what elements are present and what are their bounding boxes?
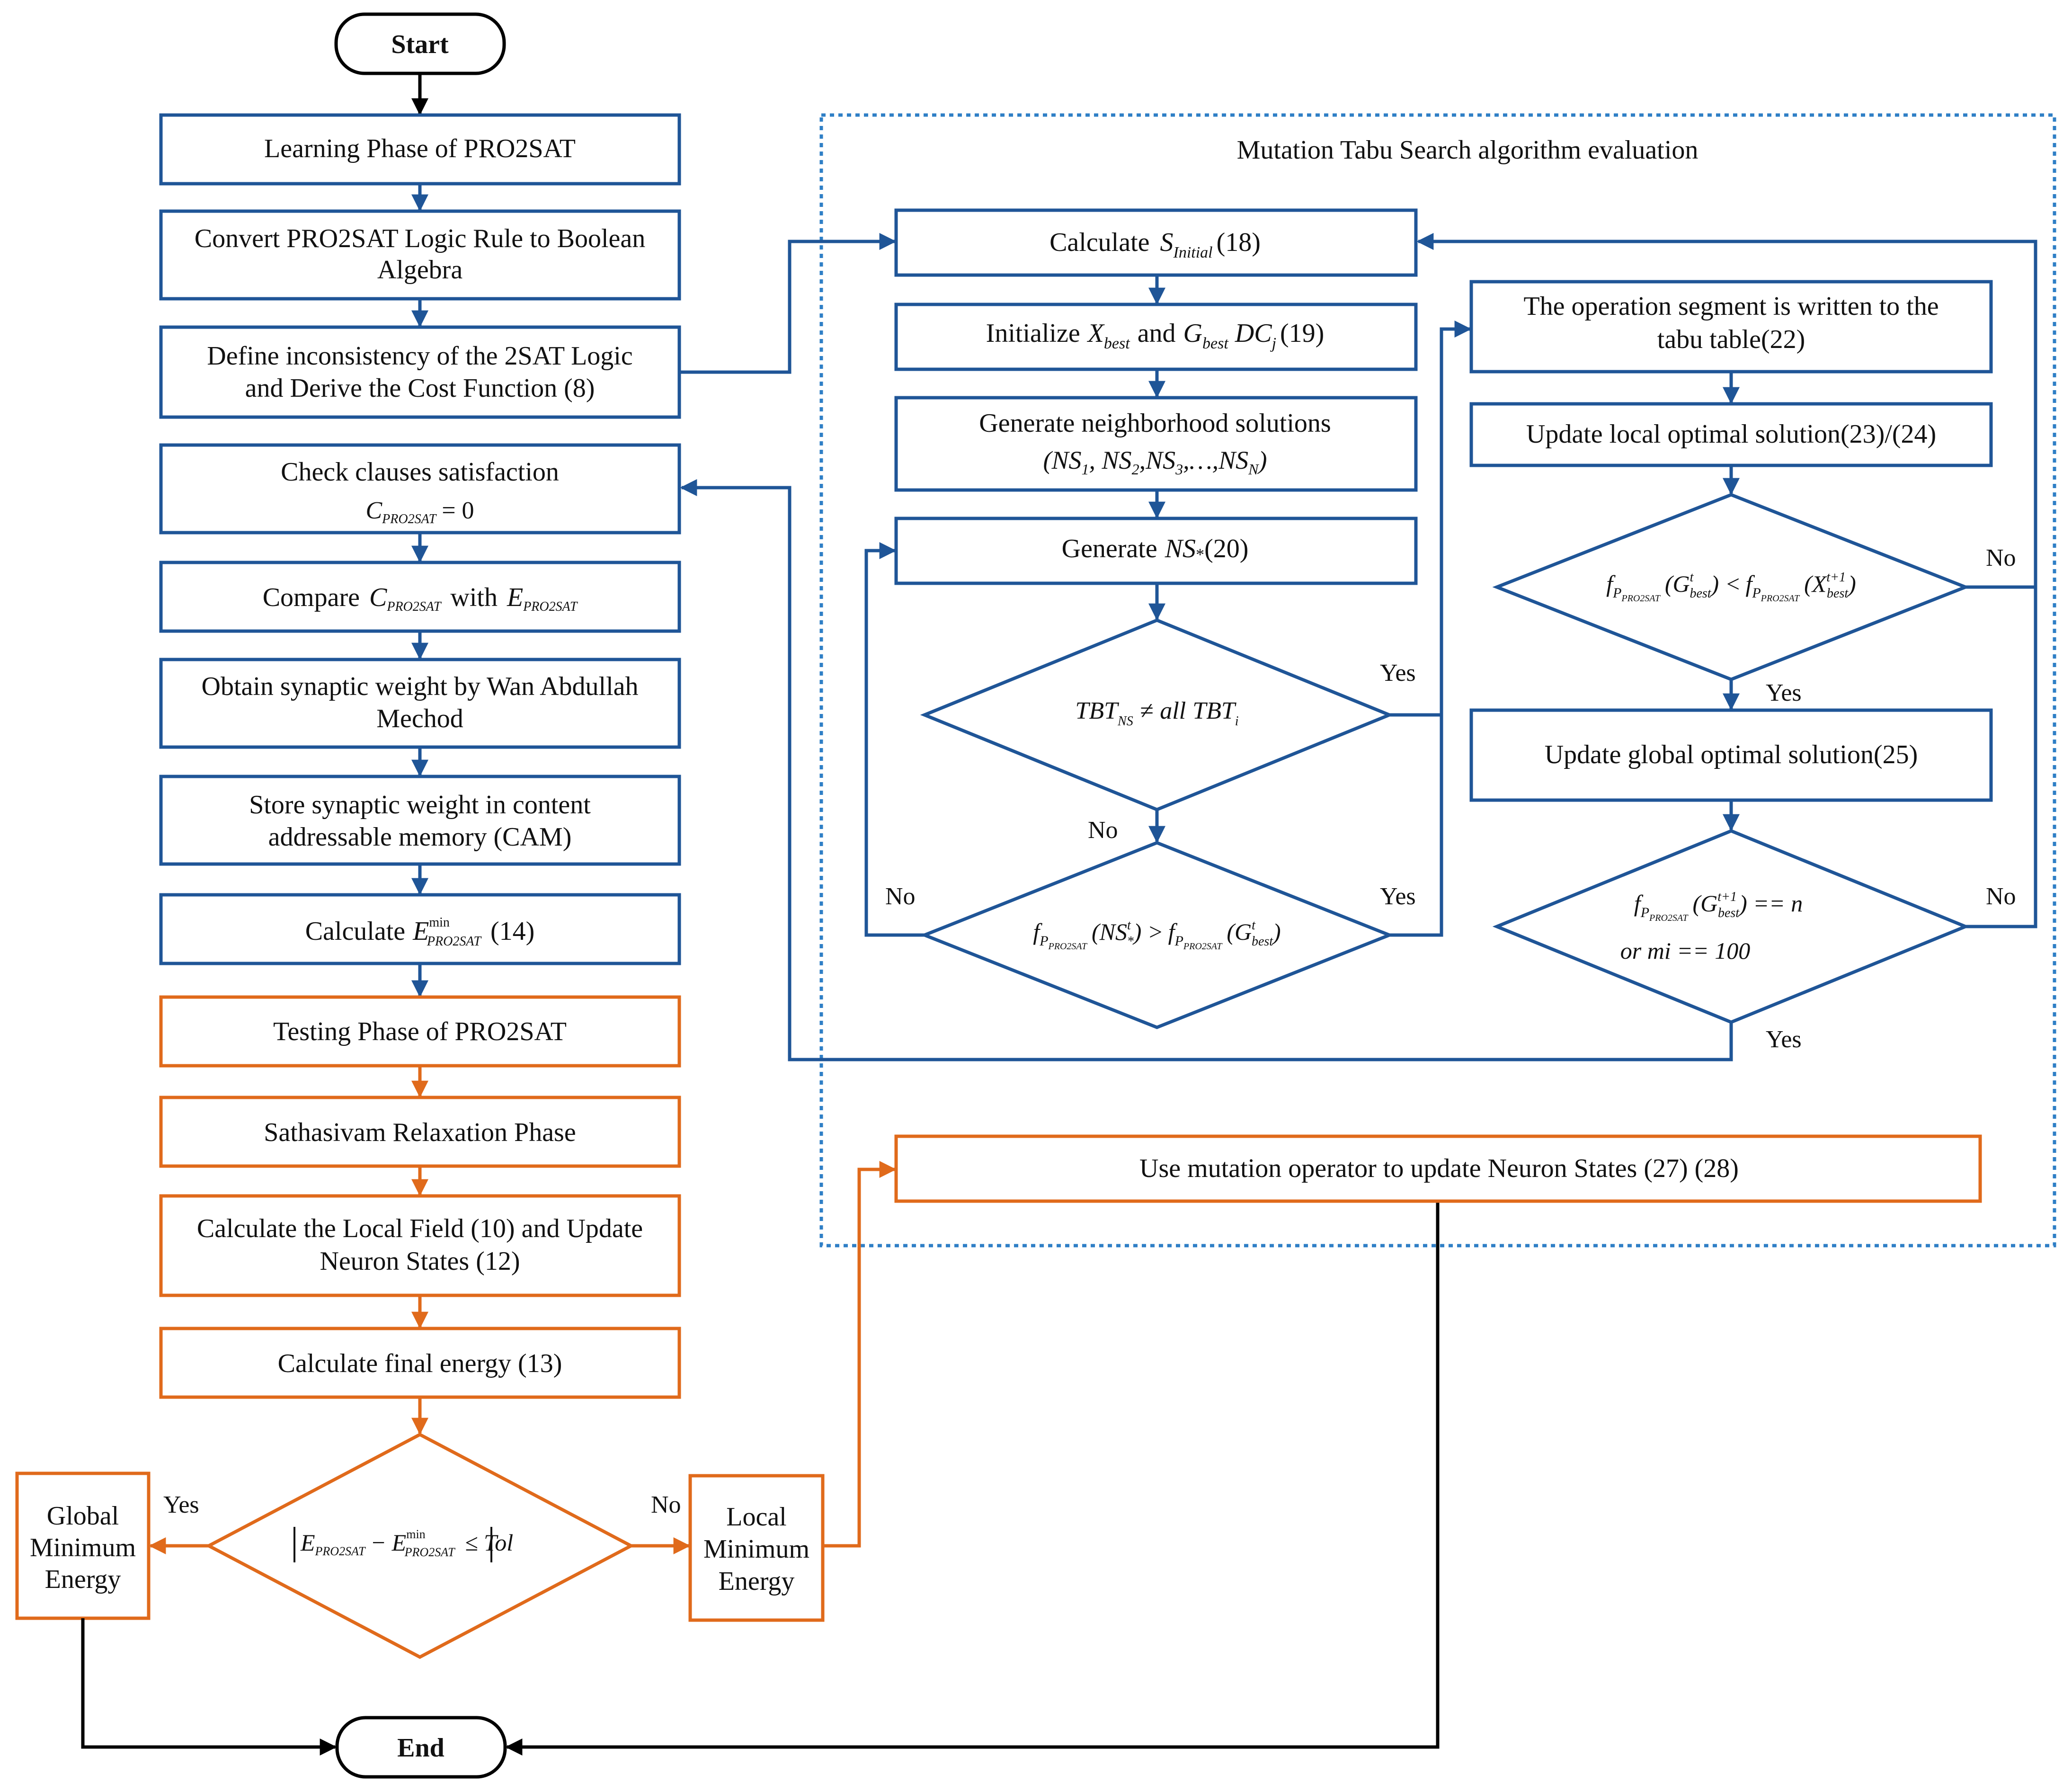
- local-minimum-label-3: Energy: [719, 1567, 795, 1596]
- no-label-local: No: [651, 1491, 681, 1518]
- update-global-box: [1469, 708, 1993, 802]
- operation-segment-box: [1469, 280, 1993, 374]
- calc-emin-box: [159, 893, 681, 965]
- cmp1-no-label: No: [885, 883, 916, 910]
- define-cost-label-2: and Derive the Cost Function (8): [245, 374, 595, 403]
- update-local-box: [1469, 402, 1993, 467]
- convert-logic-label-2: Algebra: [377, 255, 463, 285]
- testing-phase-label: Testing Phase of PRO2SAT: [273, 1017, 567, 1046]
- check-clauses-box: [159, 443, 681, 535]
- arrow-cmp1-yes-opseg: [1389, 321, 1472, 937]
- tbt-no-label: No: [1088, 817, 1118, 844]
- mutation-box: [894, 1134, 1982, 1203]
- mts-region-border: [819, 113, 2056, 1248]
- operation-segment-label-1: The operation segment is written to the: [1523, 292, 1939, 321]
- cmp2-yes-label: Yes: [1766, 679, 1802, 706]
- store-weight-box: [159, 775, 681, 866]
- global-minimum-label-1: Global: [47, 1501, 119, 1531]
- neighborhood-box: [894, 396, 1418, 492]
- check-clauses-label: Check clauses satisfaction: [281, 457, 559, 487]
- define-cost-label-1: Define inconsistency of the 2SAT Logic: [207, 341, 632, 371]
- mts-region-title: Mutation Tabu Search algorithm evaluatio…: [1237, 135, 1699, 165]
- arrow-local-mutation: [823, 1161, 897, 1548]
- cmp3-no-label: No: [1986, 883, 2016, 910]
- start-label: Start: [391, 30, 449, 59]
- arrow-cmp3-no-loop: [1416, 233, 2037, 928]
- global-minimum-box: [15, 1471, 151, 1620]
- final-energy-label: Calculate final energy (13): [278, 1349, 562, 1378]
- local-field-label-2: Neuron States (12): [320, 1247, 520, 1276]
- yes-label-global: Yes: [163, 1491, 199, 1518]
- local-minimum-label-1: Local: [726, 1502, 786, 1532]
- end-terminal: [335, 1716, 507, 1779]
- store-weight-label-1: Store synaptic weight in content: [249, 790, 591, 820]
- cmp2-no-label: No: [1986, 544, 2016, 571]
- energy-tolerance-decision: [205, 1433, 635, 1659]
- sathasivam-label: Sathasivam Relaxation Phase: [264, 1118, 576, 1147]
- neighborhood-label-2: (NS1, NS2,NS3,…,NSN): [1043, 446, 1267, 478]
- termination-decision: [1492, 829, 1970, 1024]
- calc-sinitial-box: [894, 208, 1418, 277]
- convert-logic-box: [159, 209, 681, 301]
- local-minimum-box: [688, 1474, 825, 1622]
- cmp3-yes-label: Yes: [1766, 1026, 1802, 1053]
- global-minimum-label-2: Minimum: [30, 1533, 136, 1562]
- update-local-label: Update local optimal solution(23)/(24): [1526, 419, 1936, 449]
- local-field-label-1: Calculate the Local Field (10) and Updat…: [197, 1214, 643, 1243]
- check-clauses-formula: CPRO2SAT= 0: [365, 497, 474, 526]
- end-label: End: [397, 1733, 445, 1763]
- convert-logic-label-1: Convert PRO2SAT Logic Rule to Boolean: [195, 224, 646, 253]
- learning-phase-label: Learning Phase of PRO2SAT: [264, 134, 576, 163]
- compare-box: [159, 561, 681, 633]
- operation-segment-label-2: tabu table(22): [1657, 325, 1805, 354]
- arrow-mutation-end: [505, 1198, 1440, 1756]
- local-minimum-label-2: Minimum: [703, 1534, 809, 1564]
- fitness-compare-decision: [920, 841, 1394, 1029]
- tbt-decision: [920, 618, 1394, 811]
- obtain-weight-label-1: Obtain synaptic weight by Wan Abdullah: [202, 672, 639, 701]
- tbt-yes-label: Yes: [1380, 660, 1416, 686]
- update-global-label: Update global optimal solution(25): [1545, 740, 1918, 769]
- arrow-cmp1-no-loop: [864, 542, 925, 937]
- learning-phase-box: [159, 113, 681, 186]
- global-minimum-label-3: Energy: [45, 1565, 121, 1594]
- testing-phase-box: [159, 995, 681, 1068]
- final-energy-box: [159, 1327, 681, 1399]
- termination-formula-2: or mi == 100: [1620, 937, 1750, 964]
- store-weight-label-2: addressable memory (CAM): [268, 822, 572, 852]
- obtain-weight-box: [159, 658, 681, 749]
- define-cost-box: [159, 325, 681, 419]
- mutation-label: Use mutation operator to update Neuron S…: [1139, 1154, 1739, 1183]
- arrow-define-calcs: [679, 233, 897, 374]
- arrow-cmp3-yes-check: [680, 479, 1733, 1061]
- local-field-box: [159, 1194, 681, 1297]
- arrow-global-end: [81, 1618, 337, 1756]
- obtain-weight-label-2: Mechod: [376, 704, 463, 733]
- cmp1-yes-label: Yes: [1380, 883, 1416, 910]
- neighborhood-label-1: Generate neighborhood solutions: [979, 409, 1331, 438]
